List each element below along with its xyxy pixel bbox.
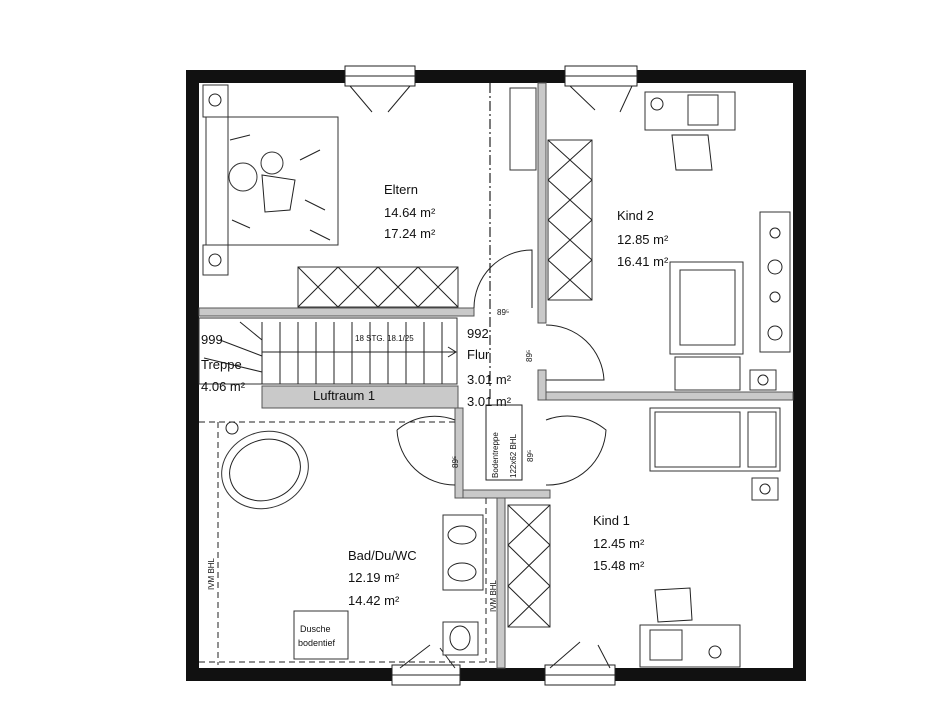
room-area1-flur: 3.01 m² [467, 372, 512, 387]
bath-dashed-outline [199, 421, 497, 665]
room-area2-flur: 3.01 m² [467, 394, 512, 409]
plants-kind2 [749, 211, 791, 391]
toilet [442, 621, 479, 656]
room-name-kind1: Kind 1 [593, 513, 630, 528]
nightstands [202, 84, 229, 276]
room-code-flur: 992 [467, 326, 489, 341]
room-name-eltern: Eltern [384, 182, 418, 197]
room-area1-eltern: 14.64 m² [384, 205, 436, 220]
room-name-treppe: Treppe [201, 357, 242, 372]
interior-walls [198, 82, 794, 669]
wardrobe-eltern [297, 266, 459, 308]
desk-kind1 [639, 587, 741, 668]
room-area1-bad: 12.19 m² [348, 570, 400, 585]
door-width-left: 89⁵ [451, 456, 460, 468]
door-width-top: 89⁵ [497, 308, 509, 317]
room-area2-eltern: 17.24 m² [384, 226, 436, 241]
shelf-eltern [509, 87, 537, 171]
stairs-label: 18 STG. 18.1/25 [355, 334, 414, 343]
doors [396, 249, 607, 486]
wardrobe-kind1 [507, 504, 551, 628]
room-area1-kind1: 12.45 m² [593, 536, 645, 551]
dusche-label-1: Dusche [300, 624, 331, 634]
bed-kind2 [669, 261, 744, 391]
room-name-flur: Flur [467, 347, 490, 362]
room-area2-kind2: 16.41 m² [617, 254, 669, 269]
bodentreppe-label-2: 122x62 BHL [509, 433, 518, 478]
bed-kind1 [649, 407, 781, 501]
room-name-bad: Bad/Du/WC [348, 548, 417, 563]
door-width-mid: 89⁵ [526, 450, 535, 462]
bed-double [205, 116, 339, 246]
bathtub [221, 430, 309, 510]
dusche-label-2: bodentief [298, 638, 336, 648]
room-area2-kind1: 15.48 m² [593, 558, 645, 573]
staircase [198, 317, 458, 385]
door-width-right: 89⁵ [525, 350, 534, 362]
outer-walls [186, 70, 806, 681]
room-name-kind2: Kind 2 [617, 208, 654, 223]
bodentreppe-label-1: Bodentreppe [491, 432, 500, 478]
wardrobe-kind2 [547, 139, 593, 301]
room-area1-kind2: 12.85 m² [617, 232, 669, 247]
luftraum-label: Luftraum 1 [313, 388, 375, 403]
room-area2-bad: 14.42 m² [348, 593, 400, 608]
vm-bhl-left-label: IVM BHL [207, 557, 216, 590]
shower-box [293, 610, 349, 660]
room-code-treppe: 999 [201, 332, 223, 347]
desk-kind2 [644, 91, 736, 171]
vm-bhl-right-label: IVM BHL [489, 579, 498, 612]
sinks [442, 514, 484, 591]
windows [344, 65, 638, 686]
room-area1-treppe: 4.06 m² [201, 379, 246, 394]
bodentreppe-outline [485, 404, 523, 481]
